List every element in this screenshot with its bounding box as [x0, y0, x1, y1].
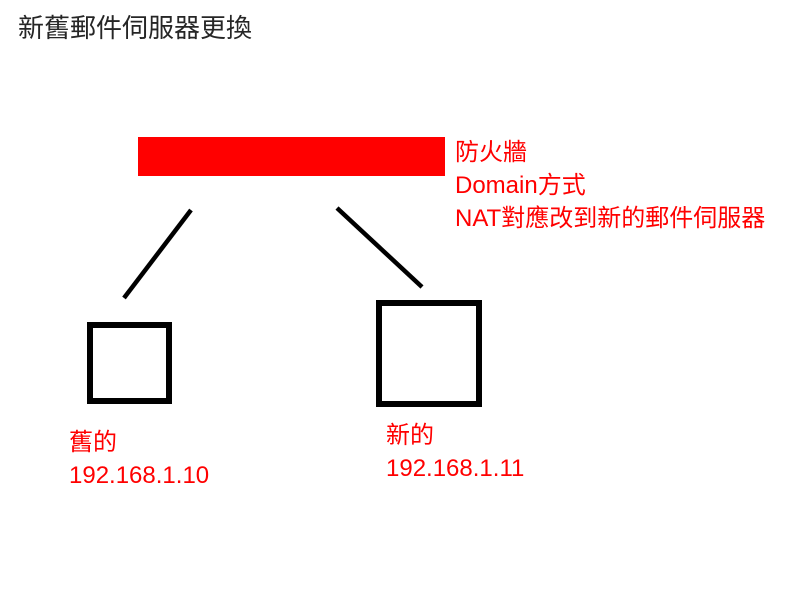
connector-line-new-server — [335, 206, 424, 289]
new-server-ip: 192.168.1.11 — [386, 455, 525, 482]
firewall-note: 防火牆 Domain方式 NAT對應改到新的郵件伺服器 — [455, 136, 765, 235]
page-title: 新舊郵件伺服器更換 — [18, 13, 253, 43]
new-server-name: 新的 — [386, 422, 434, 449]
firewall-note-line-3: NAT對應改到新的郵件伺服器 — [455, 205, 766, 232]
old-server-name: 舊的 — [69, 429, 117, 456]
firewall-note-line-1: 防火牆 — [455, 139, 527, 166]
new-server-shape — [376, 300, 482, 407]
connector-line-old-server — [122, 208, 193, 300]
firewall-shape — [138, 137, 445, 176]
old-server-label: 舊的 192.168.1.10 — [69, 426, 209, 492]
old-server-shape — [87, 322, 172, 404]
firewall-note-line-2: Domain方式 — [455, 172, 586, 199]
new-server-label: 新的 192.168.1.11 — [386, 419, 524, 485]
old-server-ip: 192.168.1.10 — [69, 462, 210, 489]
